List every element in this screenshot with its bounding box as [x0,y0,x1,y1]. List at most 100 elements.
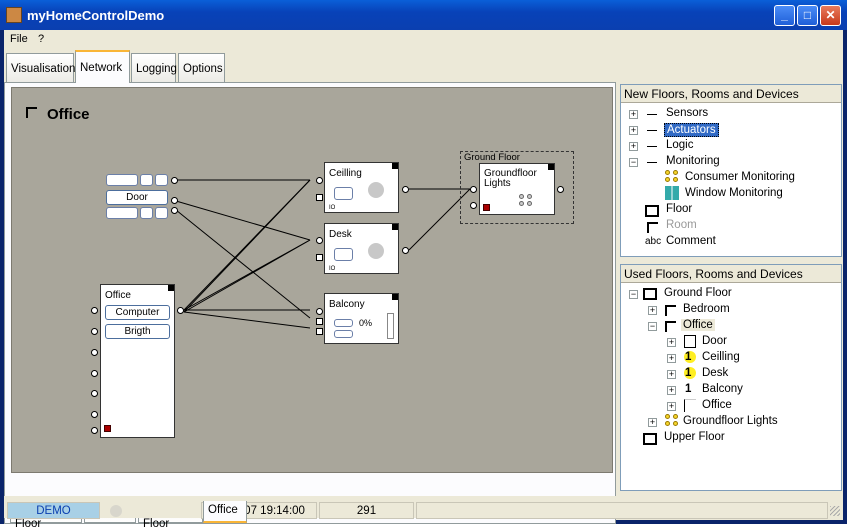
office-in-port-2[interactable] [91,328,98,335]
office-in-port-1[interactable] [91,307,98,314]
tree-item-sensors[interactable]: Sensors [666,107,709,119]
door-port-2[interactable] [171,197,178,204]
status-spacer [416,502,828,519]
door-port-3[interactable] [171,207,178,214]
tree-item-logic[interactable]: Logic [666,139,694,151]
new-items-header: New Floors, Rooms and Devices [621,85,841,103]
tree-item-door[interactable]: Door [702,335,727,347]
room-icon [665,321,676,332]
computer-button[interactable]: Computer [105,305,170,320]
room-title-text: Office [47,106,90,123]
tree-item-monitoring[interactable]: Monitoring [666,155,720,167]
expand-office-device[interactable]: + [667,401,676,411]
office-in-port-5[interactable] [91,390,98,397]
desk-badge: 1 [685,367,692,379]
balcony-down-button[interactable] [334,330,353,338]
ceilling-out-port[interactable] [402,186,409,193]
door-mini-button-3[interactable] [155,174,168,186]
expand-desk[interactable]: + [667,369,676,379]
brigth-button[interactable]: Brigth [105,324,170,339]
door-port-1[interactable] [171,177,178,184]
collapse-ground-floor[interactable]: − [629,289,638,299]
desk-node[interactable]: Desk IO [324,223,399,274]
balcony-in-port[interactable] [316,308,323,315]
tree-item-actuators[interactable]: Actuators [664,123,719,137]
door-icon [684,335,696,348]
tree-item-window-monitoring[interactable]: Window Monitoring [685,187,783,199]
tree-item-office-device[interactable]: Office [702,399,732,411]
desk-in-port[interactable] [316,237,323,244]
error-indicator [104,425,111,432]
maximize-button[interactable]: □ [797,5,818,26]
title-bar[interactable]: myHomeControlDemo _ □ ✕ [0,0,847,30]
expand-ceilling[interactable]: + [667,353,676,363]
menu-file[interactable]: File [10,33,28,45]
balcony-value: 0% [359,318,373,328]
collapse-office[interactable]: − [648,321,657,331]
expand-door[interactable]: + [667,337,676,347]
expand-bedroom[interactable]: + [648,305,657,315]
expand-groundfloor-lights[interactable]: + [648,417,657,427]
balcony-sq-port-2[interactable] [316,328,323,335]
groundfloor-lights-node[interactable]: Groundfloor Lights [479,163,555,215]
group-in-port-1[interactable] [470,186,477,193]
ground-floor-group[interactable] [460,151,574,224]
tree-item-ceilling[interactable]: Ceilling [702,351,740,363]
group-in-port-2[interactable] [470,202,477,209]
groundfloor-lights-name: Groundfloor Lights [484,168,537,189]
tree-item-room[interactable]: Room [666,219,697,231]
tree-item-groundfloor-lights[interactable]: Groundfloor Lights [683,415,778,427]
tree-item-ground-floor[interactable]: Ground Floor [664,287,732,299]
ceilling-node[interactable]: Ceilling IO [324,162,399,213]
tree-item-desk[interactable]: Desk [702,367,729,379]
tree-item-floor[interactable]: Floor [666,203,693,215]
office-in-port-4[interactable] [91,370,98,377]
lamp-icon [368,182,384,198]
expand-balcony[interactable]: + [667,385,676,395]
door-mini-button-4[interactable] [106,207,138,219]
door-mini-button-1[interactable] [106,174,138,186]
door-mini-button-5[interactable] [140,207,153,219]
expand-actuators[interactable]: + [629,125,638,135]
minimize-button[interactable]: _ [774,5,795,26]
status-bar: DEMO 19.11.07 19:14:00 291 [4,496,843,519]
ceilling-toggle[interactable] [334,187,353,200]
office-out-port[interactable] [177,307,184,314]
desk-out-port[interactable] [402,247,409,254]
desk-toggle[interactable] [334,248,353,261]
door-mini-button-6[interactable] [155,207,168,219]
tree-item-balcony[interactable]: Balcony [702,383,743,395]
expand-logic[interactable]: + [629,141,638,151]
tab-visualisation[interactable]: Visualisation [6,53,75,82]
connection-led-icon [110,505,122,517]
close-button[interactable]: ✕ [820,5,841,26]
tree-item-consumer-monitoring[interactable]: Consumer Monitoring [685,171,795,183]
tree-item-upper-floor[interactable]: Upper Floor [664,431,725,443]
tab-network[interactable]: Network [75,50,130,83]
door-mini-button-2[interactable] [140,174,153,186]
network-canvas[interactable]: Office [11,87,613,473]
office-in-port-7[interactable] [91,427,98,434]
office-node[interactable]: Office Computer Brigth [100,284,175,438]
desk-node-name: Desk [329,229,352,240]
resize-grip-icon[interactable] [830,506,840,516]
balcony-node[interactable]: Balcony 0% [324,293,399,344]
collapse-monitoring[interactable]: − [629,157,638,167]
ceilling-sq-port[interactable] [316,194,323,201]
balcony-sq-port-1[interactable] [316,318,323,325]
door-button[interactable]: Door [106,190,168,205]
office-in-port-6[interactable] [91,411,98,418]
balcony-up-button[interactable] [334,319,353,327]
expand-sensors[interactable]: + [629,109,638,119]
office-in-port-3[interactable] [91,349,98,356]
tab-options[interactable]: Options [178,53,225,82]
tree-item-office[interactable]: Office [681,319,715,331]
tab-office[interactable]: Office [203,501,247,523]
tree-item-comment[interactable]: Comment [666,235,716,247]
menu-help[interactable]: ? [38,33,45,45]
tab-logging[interactable]: Logging [131,53,177,82]
tree-item-bedroom[interactable]: Bedroom [683,303,730,315]
desk-sq-port[interactable] [316,254,323,261]
group-out-port[interactable] [557,186,564,193]
ceilling-in-port[interactable] [316,177,323,184]
